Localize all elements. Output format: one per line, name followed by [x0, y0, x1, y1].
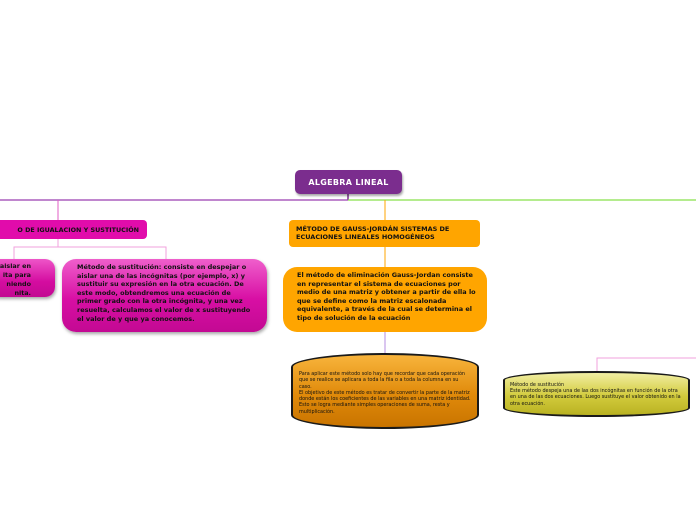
- yellow-node-line: [596, 357, 696, 371]
- sustitucion-text: Método de sustitución: consiste en despe…: [77, 263, 251, 323]
- root-label: ALGEBRA LINEAL: [308, 177, 389, 187]
- sust-detail-text: Este método despeja una de las dos incóg…: [510, 388, 681, 407]
- root-node-algebra-lineal[interactable]: ALGEBRA LINEAL: [295, 170, 402, 194]
- igualacion-line-1: aislar en: [0, 262, 31, 270]
- igualacion-branch-line: [13, 246, 58, 259]
- node-metodo-sustitucion[interactable]: Método de sustitución: consiste en despe…: [62, 259, 267, 332]
- sust-branch-line: [57, 239, 167, 259]
- gauss-definition-text: El método de eliminación Gauss-Jordan co…: [297, 271, 476, 322]
- igualacion-line-2: ita para: [2, 271, 31, 279]
- topic-gauss-jordan[interactable]: MÉTODO DE GAUSS-JORDÁN SISTEMAS DE ECUAC…: [289, 220, 480, 247]
- gauss-detail-text-1: Para aplicar este método solo hay que re…: [299, 371, 466, 390]
- node-sustitucion-detail[interactable]: Método de sustitución Este método despej…: [503, 371, 690, 417]
- sust-detail-title: Método de sustitución: [510, 382, 565, 388]
- igualacion-line-4: nita.: [14, 289, 31, 297]
- igualacion-line-3: niendo: [6, 280, 31, 288]
- gauss-detail-text-2: El objetivo de este método es tratar de …: [299, 389, 471, 415]
- topic-igualacion-label: O DE IGUALACION Y SUSTITUCIÓN: [17, 225, 139, 234]
- node-igualacion-partial[interactable]: aislar en ita para niendo nita.: [0, 259, 55, 297]
- topic-igualacion-sustitucion[interactable]: O DE IGUALACION Y SUSTITUCIÓN: [0, 220, 147, 239]
- node-gauss-definition[interactable]: El método de eliminación Gauss-Jordan co…: [283, 267, 487, 332]
- node-gauss-detail[interactable]: Para aplicar este método solo hay que re…: [291, 353, 479, 429]
- topic-gauss-label: MÉTODO DE GAUSS-JORDÁN SISTEMAS DE ECUAC…: [296, 225, 450, 241]
